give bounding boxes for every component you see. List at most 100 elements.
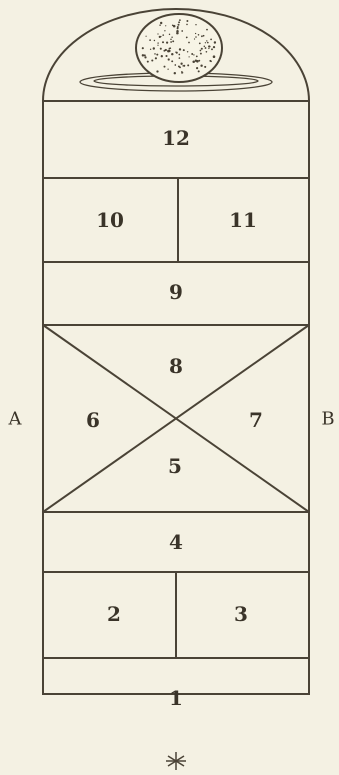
stone-speckle — [214, 41, 216, 43]
stone-speckle — [177, 26, 179, 28]
stone-speckle — [142, 54, 144, 56]
stone-speckle — [181, 30, 183, 32]
stone-speckle — [151, 59, 153, 61]
stone-speckle — [211, 48, 213, 50]
stone-speckle — [187, 51, 188, 52]
stone-speckle — [174, 72, 176, 74]
stone-speckle — [209, 46, 210, 47]
stone-speckle — [175, 52, 176, 53]
stone-speckle — [168, 50, 171, 53]
stone-speckle — [178, 54, 180, 56]
stone-speckle — [204, 46, 206, 48]
stone-speckle — [178, 21, 180, 23]
cell-12-label: 12 — [162, 126, 190, 150]
stone-speckle — [156, 54, 158, 56]
stone-speckle — [213, 46, 215, 48]
stone-speckle — [206, 29, 208, 31]
stone-speckle — [206, 51, 208, 53]
stone-speckle — [150, 49, 151, 50]
stone-speckle — [147, 61, 149, 63]
stone-speckle — [195, 24, 196, 25]
stone-speckle — [178, 65, 180, 67]
stone-speckle — [196, 56, 198, 58]
side-label-b: B — [321, 409, 334, 430]
stone-illustration — [80, 14, 272, 91]
cell-9-label: 9 — [169, 280, 183, 304]
cell-8-label: 8 — [169, 354, 183, 378]
stone-speckle — [187, 64, 189, 66]
cell-4-label: 4 — [169, 530, 183, 554]
stone-speckle — [204, 66, 206, 68]
stone-speckle — [186, 20, 188, 22]
stone-speckle — [155, 57, 157, 59]
stone-speckle — [170, 38, 172, 40]
stone-speckle — [198, 34, 200, 36]
start-mark — [166, 752, 186, 770]
cell-1-label: 1 — [169, 686, 183, 710]
stone-speckle — [198, 60, 200, 62]
stone-speckle — [166, 42, 168, 44]
stone-speckle — [169, 48, 171, 50]
stone-speckle — [182, 72, 184, 74]
stone-speckle — [193, 54, 194, 55]
stone-speckle — [170, 41, 172, 43]
stone-speckle — [194, 38, 195, 39]
stone-speckle — [210, 61, 212, 63]
stone-speckle — [206, 40, 207, 41]
stone-speckle — [205, 42, 206, 43]
stone-speckle — [200, 50, 202, 52]
stone-speckle — [162, 41, 164, 43]
stone-speckle — [179, 19, 181, 21]
stone-speckle — [195, 60, 197, 62]
stone-speckle — [164, 66, 166, 68]
stone-speckle — [168, 58, 170, 60]
stone-speckle — [163, 50, 165, 52]
stone-speckle — [157, 45, 158, 46]
stone-speckle — [195, 36, 197, 38]
stone-speckle — [180, 63, 182, 65]
stone-speckle — [210, 39, 212, 41]
stone-speckle — [164, 30, 165, 31]
stone-speckle — [200, 53, 202, 55]
stone-speckle — [199, 42, 201, 44]
stone-speckle — [162, 34, 164, 36]
stone-speckle — [201, 35, 203, 37]
stone-speckle — [157, 33, 158, 34]
stone-speckle — [173, 25, 176, 28]
side-label-a: A — [8, 409, 23, 430]
stone-speckle — [183, 49, 185, 51]
stone-speckle — [144, 56, 146, 58]
cell-7-label: 7 — [249, 408, 263, 432]
stone-speckle — [213, 55, 216, 58]
cell-6-label: 6 — [86, 408, 100, 432]
stone-speckle — [208, 48, 209, 49]
stone-speckle — [192, 61, 195, 64]
stone-speckle — [200, 65, 202, 67]
stone-speckle — [171, 37, 172, 38]
stone-speckle — [176, 30, 179, 33]
cell-5-label: 5 — [168, 454, 182, 478]
stone-speckle — [188, 42, 190, 44]
cell-2-label: 2 — [107, 602, 121, 626]
stone-speckle — [171, 53, 173, 55]
cell-3-label: 3 — [234, 602, 248, 626]
stone-speckle — [191, 53, 193, 55]
stone-speckle — [171, 60, 173, 62]
stone-speckle — [196, 67, 198, 69]
stone-speckle — [157, 42, 158, 43]
stone-speckle — [167, 69, 168, 70]
stone-speckle — [156, 70, 158, 72]
stone-speckle — [160, 22, 162, 24]
stone-speckle — [186, 36, 188, 38]
stone-speckle — [161, 55, 163, 57]
stone-speckle — [169, 34, 170, 35]
stone-speckle — [145, 36, 146, 37]
cell-11-label: 11 — [229, 208, 257, 232]
stone-speckle — [165, 55, 167, 57]
stone-speckle — [159, 24, 161, 26]
stone-speckle — [154, 40, 155, 41]
stone-speckle — [195, 33, 196, 34]
stone-speckle — [205, 47, 207, 49]
stone-speckle — [189, 56, 190, 57]
